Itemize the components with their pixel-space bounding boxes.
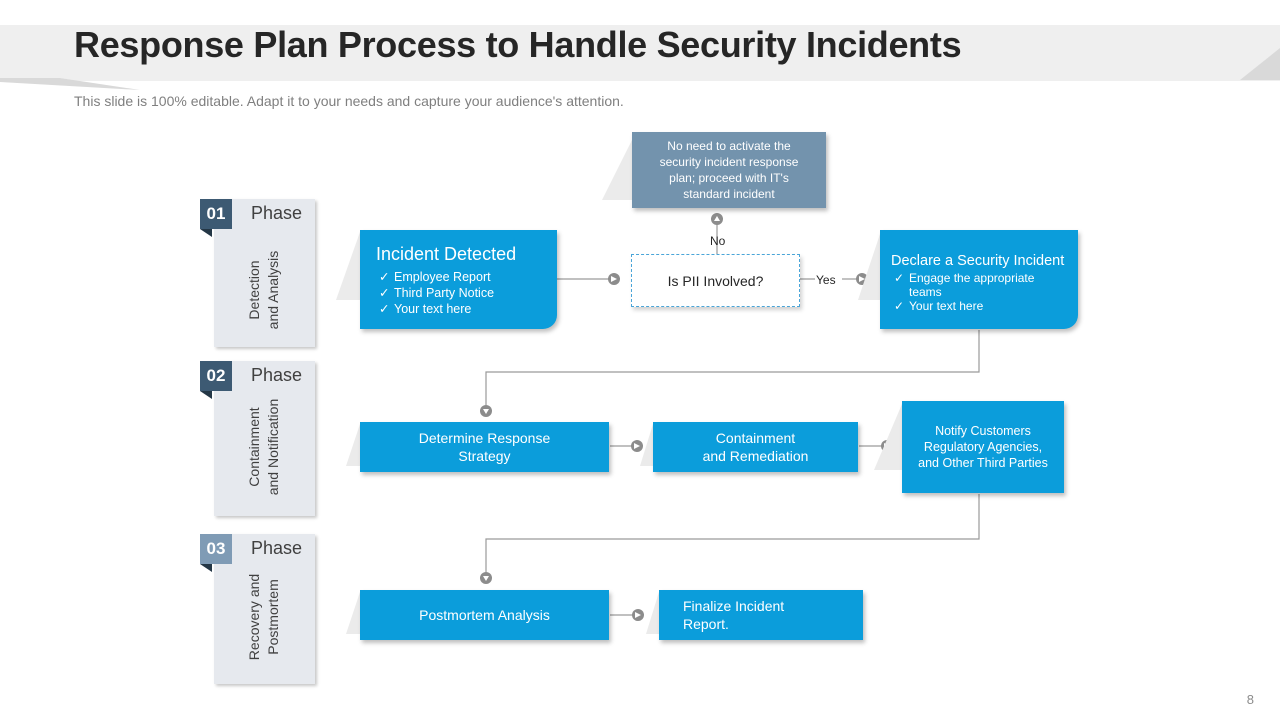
list-item: ✓Employee Report xyxy=(379,270,491,284)
no-branch-box: No need to activate the security inciden… xyxy=(632,132,826,208)
check-icon: ✓ xyxy=(379,302,390,316)
list-item: ✓Engage the appropriate teams xyxy=(894,271,1035,299)
phase-word-2: Phase xyxy=(251,365,303,385)
notify-box: Notify Customers Regulatory Agencies, an… xyxy=(902,401,1064,493)
containment-box: Containment and Remediation xyxy=(653,422,858,472)
list-item: ✓Your text here xyxy=(894,299,984,313)
list-item: ✓Third Party Notice xyxy=(379,286,495,300)
phase-badge-1: 01 xyxy=(200,199,232,229)
badge-notch-1 xyxy=(200,229,212,237)
pii-question-box: Is PII Involved? xyxy=(631,254,800,307)
check-icon: ✓ xyxy=(894,271,905,285)
title-band xyxy=(0,25,1280,81)
incident-detected-box: Incident Detected ✓Employee Report ✓Thir… xyxy=(360,230,557,329)
declare-incident-title: Declare a Security Incident xyxy=(891,253,1065,269)
check-icon: ✓ xyxy=(894,299,905,313)
page-title: Response Plan Process to Handle Security… xyxy=(74,24,962,65)
declare-incident-box: Declare a Security Incident ✓Engage the … xyxy=(880,230,1078,329)
declare-incident-list: ✓Engage the appropriate teams ✓Your text… xyxy=(891,271,1072,313)
check-icon: ✓ xyxy=(379,286,390,300)
badge-notch-2 xyxy=(200,391,212,399)
determine-strategy-box: Determine Response Strategy xyxy=(360,422,609,472)
incident-detected-list: ✓Employee Report ✓Third Party Notice ✓Yo… xyxy=(376,269,549,317)
title-band-tail xyxy=(0,78,150,92)
page-number: 8 xyxy=(1246,692,1254,707)
phase-label-3: Recovery and Postmortem xyxy=(246,573,281,661)
phase-label-2: Containment and Notification xyxy=(246,398,281,496)
finalize-text: Finalize Incident Report. xyxy=(683,598,785,632)
postmortem-box: Postmortem Analysis xyxy=(360,590,609,640)
finalize-box: Finalize Incident Report. xyxy=(659,590,863,640)
check-icon: ✓ xyxy=(379,270,390,284)
no-label: No xyxy=(710,234,726,248)
badge-notch-3 xyxy=(200,564,212,572)
incident-detected-title: Incident Detected xyxy=(376,244,517,264)
phase-word-1: Phase xyxy=(251,203,303,223)
phase-badge-3: 03 xyxy=(200,534,232,564)
title-corner-decoration xyxy=(1240,48,1280,80)
list-item: ✓Your text here xyxy=(379,302,472,316)
phase-badge-2: 02 xyxy=(200,361,232,391)
phase-label-1: Detection and Analysis xyxy=(246,250,281,330)
notify-text: Notify Customers Regulatory Agencies, an… xyxy=(918,424,1048,470)
yes-label: Yes xyxy=(816,273,836,287)
page-subtitle: This slide is 100% editable. Adapt it to… xyxy=(74,93,624,109)
phase-word-3: Phase xyxy=(251,538,303,558)
